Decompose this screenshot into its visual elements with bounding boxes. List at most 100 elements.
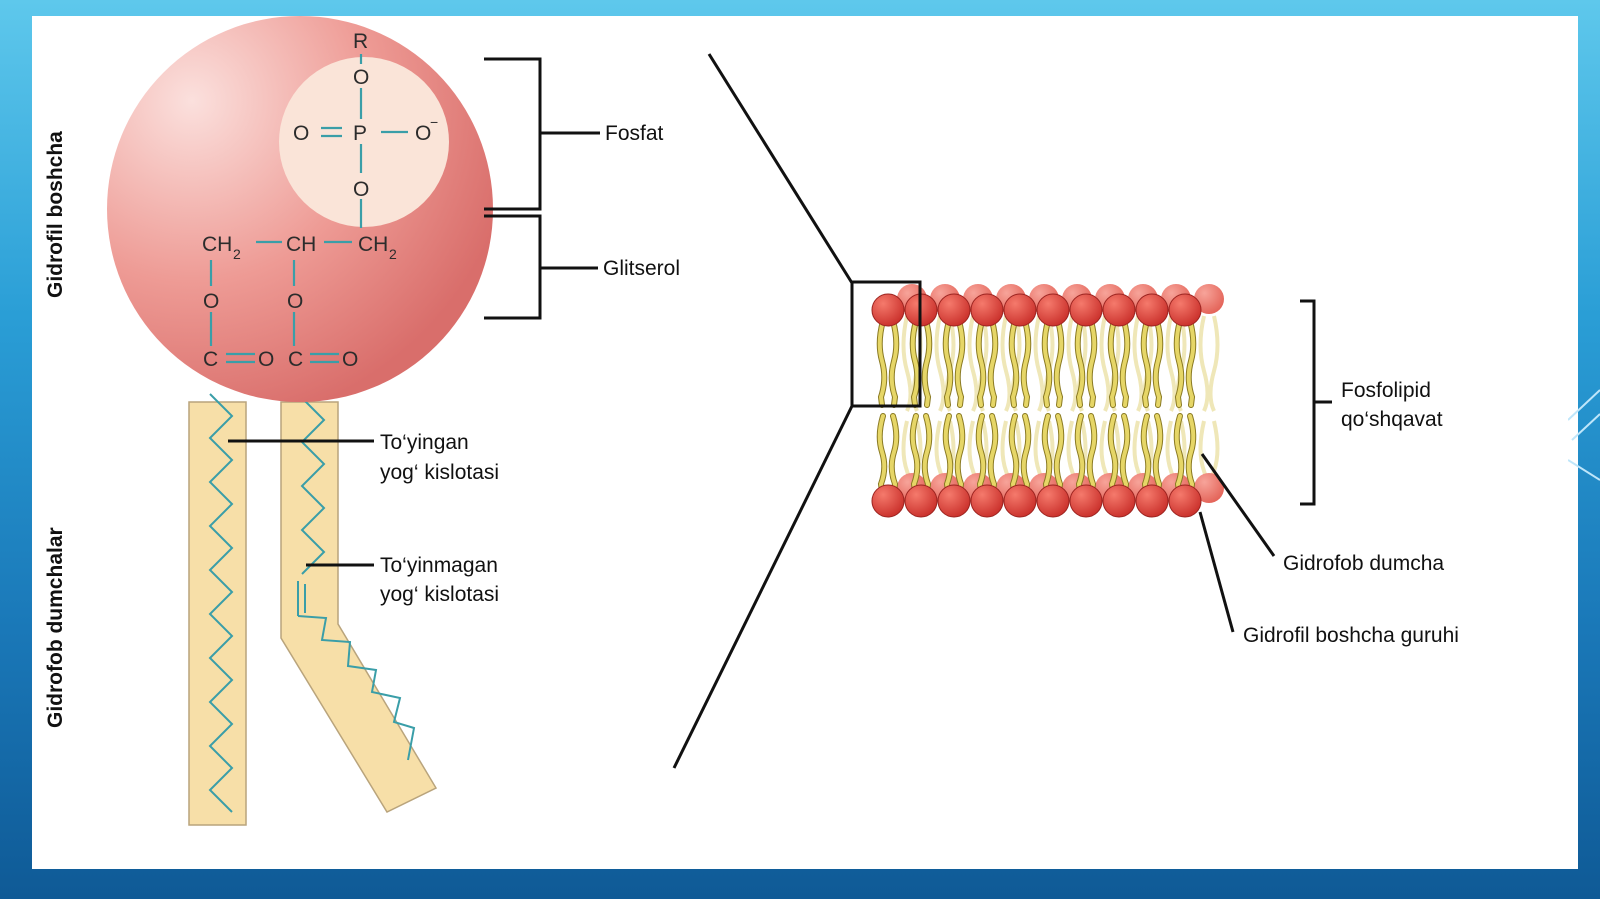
tail bbox=[1108, 319, 1118, 407]
head-bottom bbox=[1102, 484, 1136, 518]
group-ch2-left: CH bbox=[202, 233, 232, 256]
atom-r: R bbox=[353, 30, 368, 53]
head-top bbox=[1102, 293, 1136, 327]
tail bbox=[1108, 414, 1118, 494]
head-top bbox=[1069, 293, 1103, 327]
tail bbox=[889, 414, 899, 494]
atom-c2: C bbox=[288, 348, 303, 371]
head-top bbox=[1135, 293, 1169, 327]
saturated-fatty-acid-chain bbox=[208, 393, 234, 813]
back-tail bbox=[934, 315, 946, 412]
tail bbox=[1042, 319, 1052, 407]
atom-o-top: O bbox=[353, 66, 369, 89]
back-tail bbox=[1000, 315, 1012, 412]
tail bbox=[955, 414, 965, 494]
tail bbox=[976, 319, 986, 407]
tail bbox=[877, 319, 887, 407]
head-bottom bbox=[937, 484, 971, 518]
zoom-box bbox=[850, 280, 922, 408]
label-hydrophilic-head-group: Gidrofil boshcha guruhi bbox=[1243, 624, 1459, 647]
phospholipid-diagram: Gidrofil boshcha Gidrofob dumchalar R O … bbox=[44, 16, 1459, 826]
tail bbox=[1021, 414, 1031, 494]
back-tail bbox=[1066, 315, 1078, 412]
tail bbox=[1120, 414, 1130, 494]
side-label-hydrophobic-tails: Gidrofob dumchalar bbox=[44, 527, 67, 728]
atom-o-ester-1: O bbox=[203, 290, 219, 313]
tail bbox=[943, 414, 953, 494]
group-ch2-right: CH bbox=[358, 233, 388, 256]
tail bbox=[1087, 319, 1097, 407]
back-tail bbox=[1198, 315, 1210, 412]
subscript-2-right: 2 bbox=[389, 246, 397, 262]
tail bbox=[922, 319, 932, 407]
tail bbox=[955, 319, 965, 407]
tail bbox=[910, 319, 920, 407]
tail bbox=[1054, 414, 1064, 494]
tail bbox=[877, 414, 887, 494]
label-bilayer-line1: Fosfolipid bbox=[1341, 379, 1431, 402]
head-bottom bbox=[904, 484, 938, 518]
atom-o-right: O bbox=[415, 122, 431, 145]
tail bbox=[1009, 414, 1019, 494]
head-bottom bbox=[1135, 484, 1169, 518]
chemical-bonds bbox=[209, 54, 408, 364]
side-label-hydrophilic-head: Gidrofil boshcha bbox=[44, 131, 67, 298]
back-tail bbox=[1033, 315, 1045, 412]
back-tail bbox=[1132, 315, 1144, 412]
tail bbox=[988, 414, 998, 494]
tail bbox=[1153, 319, 1163, 407]
subscript-2-left: 2 bbox=[233, 246, 241, 262]
tail bbox=[1075, 414, 1085, 494]
atom-o-left: O bbox=[293, 122, 309, 145]
saturated-tail-box bbox=[188, 401, 247, 826]
group-ch: CH bbox=[286, 233, 316, 256]
tail bbox=[1009, 319, 1019, 407]
head-bottom bbox=[970, 484, 1004, 518]
bilayer-bracket bbox=[1300, 299, 1316, 506]
tail bbox=[1042, 414, 1052, 494]
phosphate-bracket bbox=[484, 57, 542, 211]
head-top bbox=[970, 293, 1004, 327]
glycerol-bracket bbox=[484, 214, 542, 320]
atom-o-bottom: O bbox=[353, 178, 369, 201]
back-tail bbox=[1208, 315, 1220, 412]
slide-panel: Gidrofil boshcha Gidrofob dumchalar R O … bbox=[32, 16, 1578, 869]
atom-c1: C bbox=[203, 348, 218, 371]
zoom-line-lower bbox=[672, 405, 854, 769]
label-phosphate: Fosfat bbox=[605, 122, 664, 145]
label-bilayer-line2: qo‘shqavat bbox=[1341, 408, 1443, 431]
atom-p: P bbox=[353, 122, 367, 145]
tail bbox=[988, 319, 998, 407]
tail bbox=[943, 319, 953, 407]
decorative-corner-lines bbox=[1568, 389, 1600, 481]
head-top bbox=[1003, 293, 1037, 327]
tail-leader bbox=[1200, 453, 1276, 557]
back-tail bbox=[967, 315, 979, 412]
zoom-line-upper bbox=[707, 53, 854, 284]
atom-o-carbonyl-1: O bbox=[258, 348, 274, 371]
back-head-bottom bbox=[1194, 473, 1224, 503]
label-hydrophobic-tail: Gidrofob dumcha bbox=[1283, 552, 1444, 575]
back-tail bbox=[901, 315, 913, 412]
tail bbox=[1075, 319, 1085, 407]
atom-o-carbonyl-2: O bbox=[342, 348, 358, 371]
head-top bbox=[937, 293, 971, 327]
tail bbox=[1174, 414, 1184, 494]
head-top bbox=[871, 293, 905, 327]
tail bbox=[1174, 319, 1184, 407]
tail bbox=[1153, 414, 1163, 494]
tail bbox=[1141, 319, 1151, 407]
label-unsaturated-line2: yog‘ kislotasi bbox=[380, 583, 499, 606]
back-tail bbox=[1165, 315, 1177, 412]
head-group-leader bbox=[1198, 511, 1235, 633]
label-glycerol: Glitserol bbox=[603, 257, 680, 280]
head-bottom bbox=[1069, 484, 1103, 518]
atom-o-ester-2: O bbox=[287, 290, 303, 313]
unsaturated-fatty-acid-chain bbox=[300, 397, 326, 575]
label-saturated-line1: To‘yingan bbox=[380, 431, 469, 454]
head-bottom bbox=[1036, 484, 1070, 518]
tail bbox=[1120, 319, 1130, 407]
phospholipid-bilayer bbox=[871, 284, 1224, 518]
tail bbox=[1054, 319, 1064, 407]
tail bbox=[1087, 414, 1097, 494]
